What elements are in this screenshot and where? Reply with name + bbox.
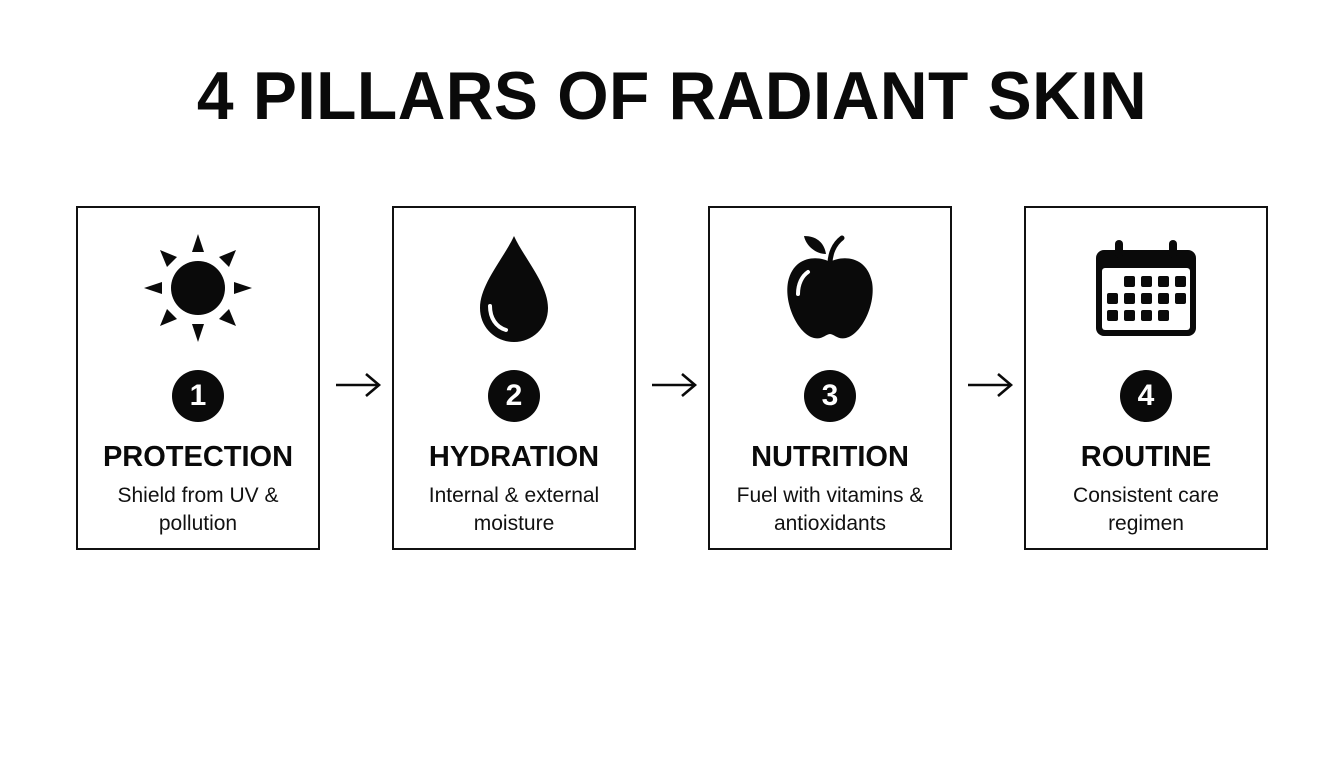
page-title: 4 PILLARS OF RADIANT SKIN — [196, 58, 1148, 134]
water-drop-icon — [394, 232, 634, 344]
pillar-card-hydration: 2 HYDRATION Internal & external moisture — [392, 206, 636, 550]
pillar-card-protection: 1 PROTECTION Shield from UV & pollution — [76, 206, 320, 550]
arrow-right-icon — [968, 373, 1014, 397]
arrow-right-icon — [336, 373, 382, 397]
pillar-card-routine: 4 ROUTINE Consistent care regimen — [1024, 206, 1268, 550]
pillar-description: Consistent care regimen — [1073, 484, 1219, 535]
pillar-card-nutrition: 3 NUTRITION Fuel with vitamins & antioxi… — [708, 206, 952, 550]
pillar-title: PROTECTION — [102, 441, 294, 473]
sun-icon — [78, 232, 318, 344]
calendar-icon — [1026, 232, 1266, 344]
step-number-badge: 3 — [804, 370, 856, 422]
step-number-badge: 4 — [1120, 370, 1172, 422]
pillar-description: Internal & external moisture — [428, 484, 600, 535]
pillar-title: HYDRATION — [428, 441, 600, 473]
pillar-description: Fuel with vitamins & antioxidants — [736, 484, 924, 535]
pillar-title: ROUTINE — [1080, 441, 1212, 473]
step-number-badge: 1 — [172, 370, 224, 422]
pillar-description: Shield from UV & pollution — [117, 484, 279, 535]
pillar-title: NUTRITION — [751, 441, 909, 473]
apple-icon — [710, 232, 950, 344]
arrow-right-icon — [652, 373, 698, 397]
step-number-badge: 2 — [488, 370, 540, 422]
